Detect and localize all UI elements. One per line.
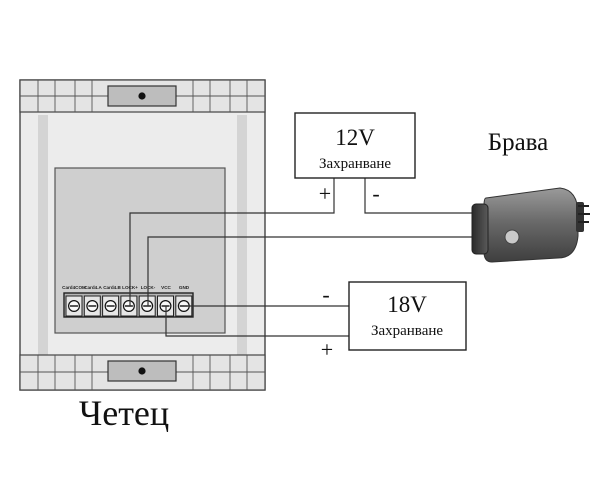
terminal-label: Card4COM xyxy=(62,285,86,290)
terminal-label: Card4.A xyxy=(84,285,102,290)
terminal-label: Card4.B xyxy=(103,285,121,290)
power-supply-18v-label: Захранване xyxy=(371,323,443,339)
terminal-screws xyxy=(65,295,193,317)
power-supply-18v-voltage: 18V xyxy=(387,292,427,317)
power-supply-12v-voltage: 12V xyxy=(335,125,375,150)
wire-lock-minus-to-lock xyxy=(147,236,478,306)
lock-connector xyxy=(576,202,584,232)
reader-bottom-rail xyxy=(19,354,266,391)
reader-device: Card4COM Card4.A Card4.B LOCK+ LOCK- VCC… xyxy=(19,79,266,391)
power-supply-12v-minus: - xyxy=(372,181,379,206)
power-supply-18v: 18V Захранване - + xyxy=(321,281,467,362)
wire-12v-minus-to-lock xyxy=(364,178,478,214)
wires xyxy=(129,178,478,337)
power-supply-12v-box xyxy=(294,112,416,179)
power-supply-12v-plus: + xyxy=(319,181,331,206)
top-latch-hole xyxy=(138,92,146,100)
reader-top-rail xyxy=(19,79,266,113)
bottom-latch-hole xyxy=(138,367,146,375)
power-supply-18v-minus: - xyxy=(322,282,329,307)
lock-indicator xyxy=(504,229,520,245)
terminal-label: GND xyxy=(179,285,190,290)
terminal-labels: Card4COM Card4.A Card4.B LOCK+ LOCK- VCC… xyxy=(62,285,190,290)
reader-right-strip xyxy=(237,115,247,355)
lock-end-cap xyxy=(471,203,489,255)
lock-label: Брава xyxy=(488,129,549,156)
power-supply-12v-label: Захранване xyxy=(319,156,391,172)
reader-label: Четец xyxy=(79,393,169,433)
lock-device: Брава xyxy=(471,129,590,263)
wire-vcc-to-18v-plus xyxy=(165,306,349,337)
reader-left-strip xyxy=(38,115,48,355)
power-supply-12v: 12V Захранване + - xyxy=(294,112,416,206)
power-supply-18v-plus: + xyxy=(321,337,333,362)
wire-lock-plus-to-12v-plus xyxy=(129,178,335,306)
terminal-label: VCC xyxy=(161,285,171,290)
lock-body xyxy=(483,187,579,263)
power-supply-18v-box xyxy=(348,281,467,351)
